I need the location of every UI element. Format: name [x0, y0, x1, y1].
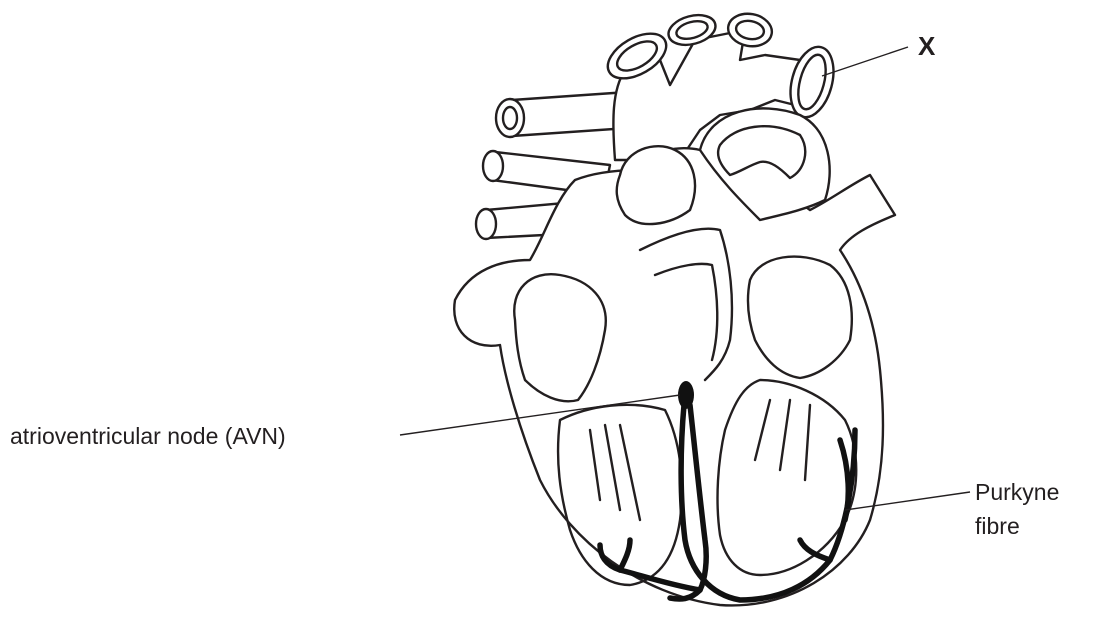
aortic-root	[617, 146, 695, 224]
x-leader-line	[822, 47, 908, 76]
vessel-opening	[496, 99, 524, 137]
label-purkyne-line1: Purkyne	[975, 479, 1059, 505]
label-avn: atrioventricular node (AVN)	[10, 423, 286, 449]
vessel-opening	[483, 151, 503, 181]
vessel-x-opening	[783, 42, 840, 122]
superior-vessel-left	[512, 92, 628, 136]
label-purkyne-line2: fibre	[975, 513, 1020, 539]
vessel-opening	[476, 209, 496, 239]
label-x: X	[918, 31, 936, 61]
